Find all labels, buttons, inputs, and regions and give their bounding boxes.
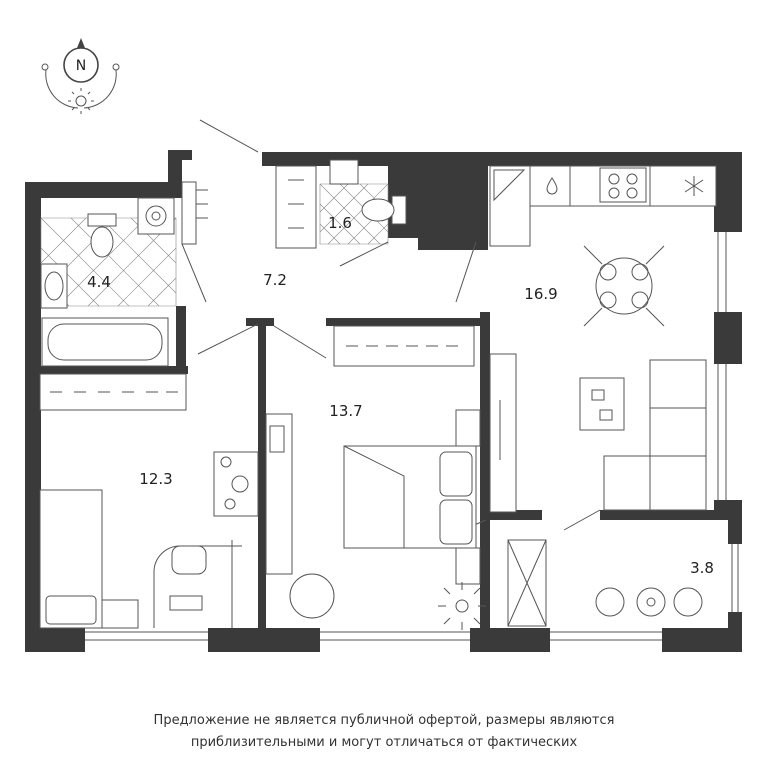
round-rug: [289, 573, 335, 619]
single-bed: [39, 489, 103, 629]
plant-icon: [438, 582, 486, 630]
windows: [85, 232, 739, 641]
wardrobe: [39, 373, 187, 411]
play-table: [213, 451, 259, 517]
toilet-icon: [361, 195, 407, 225]
dining-table: [583, 245, 665, 327]
disclaimer-line-2: приблизительными и могут отличаться от ф…: [190, 735, 578, 750]
stove-icon: [599, 167, 647, 203]
compass-north-label: N: [76, 58, 86, 74]
disclaimer-line-1: Предложение не является публичной оферто…: [153, 713, 615, 728]
desk: [265, 413, 293, 575]
room-area-kids-room: 12.3: [139, 470, 172, 488]
water-drop-icon: [546, 177, 558, 195]
room-area-balcony: 3.8: [690, 559, 714, 577]
washing-machine-icon: [137, 197, 175, 235]
sink-icon: [40, 263, 68, 309]
sun-icon: [68, 88, 94, 114]
corner-sink-icon: [493, 169, 526, 202]
balcony: 3.8: [507, 539, 714, 627]
room-area-hallway: 7.2: [263, 271, 287, 289]
kids-room: 12.3: [39, 373, 259, 629]
wardrobe: [489, 353, 517, 513]
room-area-bathroom: 4.4: [87, 273, 111, 291]
compass: N: [41, 38, 120, 114]
bistro-table: [595, 587, 703, 617]
double-bed: [343, 445, 477, 549]
walls: [25, 150, 742, 652]
disclaimer: Предложение не является публичной оферто…: [0, 710, 768, 754]
kitchen-counter: [489, 165, 717, 247]
bathtub-icon: [41, 317, 169, 367]
bedroom: 13.7: [265, 325, 517, 630]
storage-cabinet: [507, 539, 547, 627]
wardrobe: [275, 165, 317, 249]
bathroom: 4.4: [40, 197, 177, 367]
hallway: 7.2: [181, 165, 317, 289]
snowflake-icon: [684, 176, 704, 196]
room-area-toilet: 1.6: [328, 214, 352, 232]
room-area-kitchen-living: 16.9: [524, 285, 557, 303]
kitchen-living: 16.9: [489, 165, 717, 511]
wardrobe: [333, 325, 475, 367]
coffee-table: [579, 377, 625, 431]
chair-icon: [171, 545, 207, 575]
toilet-icon: [87, 213, 117, 258]
room-area-bedroom: 13.7: [329, 402, 362, 420]
sofa: [603, 359, 707, 511]
toilet-room: 1.6: [319, 159, 407, 245]
